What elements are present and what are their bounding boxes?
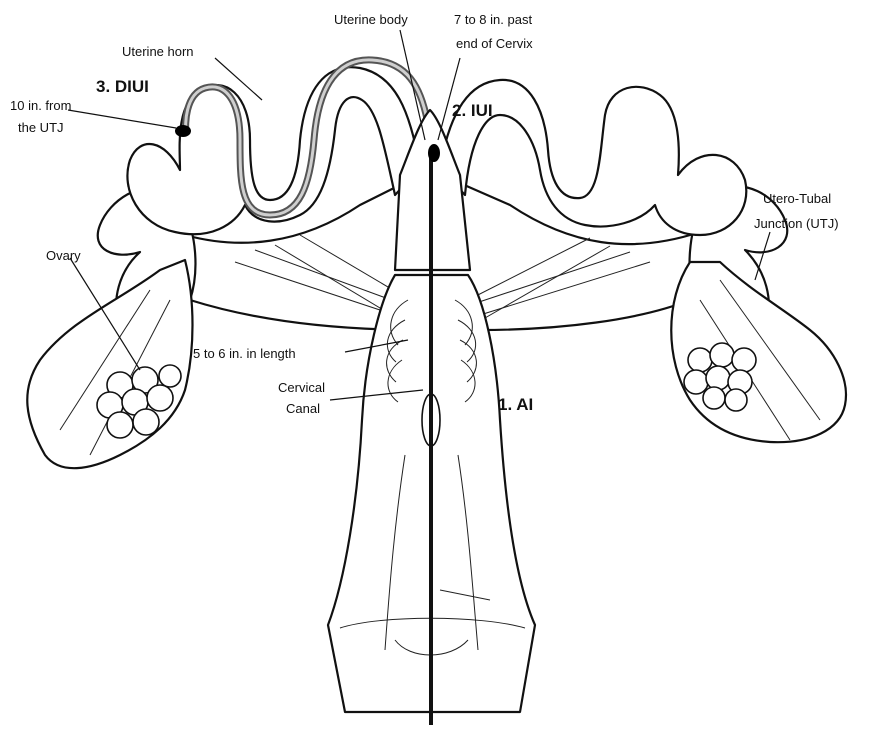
label-from-utj-line1: 10 in. from	[10, 98, 71, 113]
diui-deposit-point	[175, 125, 191, 137]
label-utj-line1: Utero-Tubal	[763, 191, 831, 206]
label-iui: 2. IUI	[452, 101, 493, 120]
label-utj-line2: Junction (UTJ)	[754, 216, 839, 231]
label-uterine-body: Uterine body	[334, 12, 408, 27]
left-ovary	[97, 365, 181, 438]
label-canal-line2: Canal	[286, 401, 320, 416]
label-length: 5 to 6 in. in length	[193, 346, 296, 361]
label-from-utj-line2: the UTJ	[18, 120, 64, 135]
label-diui: 3. DIUI	[96, 77, 149, 96]
label-past-cervix-line2: end of Cervix	[456, 36, 533, 51]
label-ai: 1. AI	[498, 395, 533, 414]
label-uterine-horn: Uterine horn	[122, 44, 194, 59]
label-ovary: Ovary	[46, 248, 81, 263]
label-canal-line1: Cervical	[278, 380, 325, 395]
iui-deposit-point	[428, 144, 440, 162]
left-ovary-sac	[27, 260, 192, 468]
label-past-cervix-line1: 7 to 8 in. past	[454, 12, 532, 27]
